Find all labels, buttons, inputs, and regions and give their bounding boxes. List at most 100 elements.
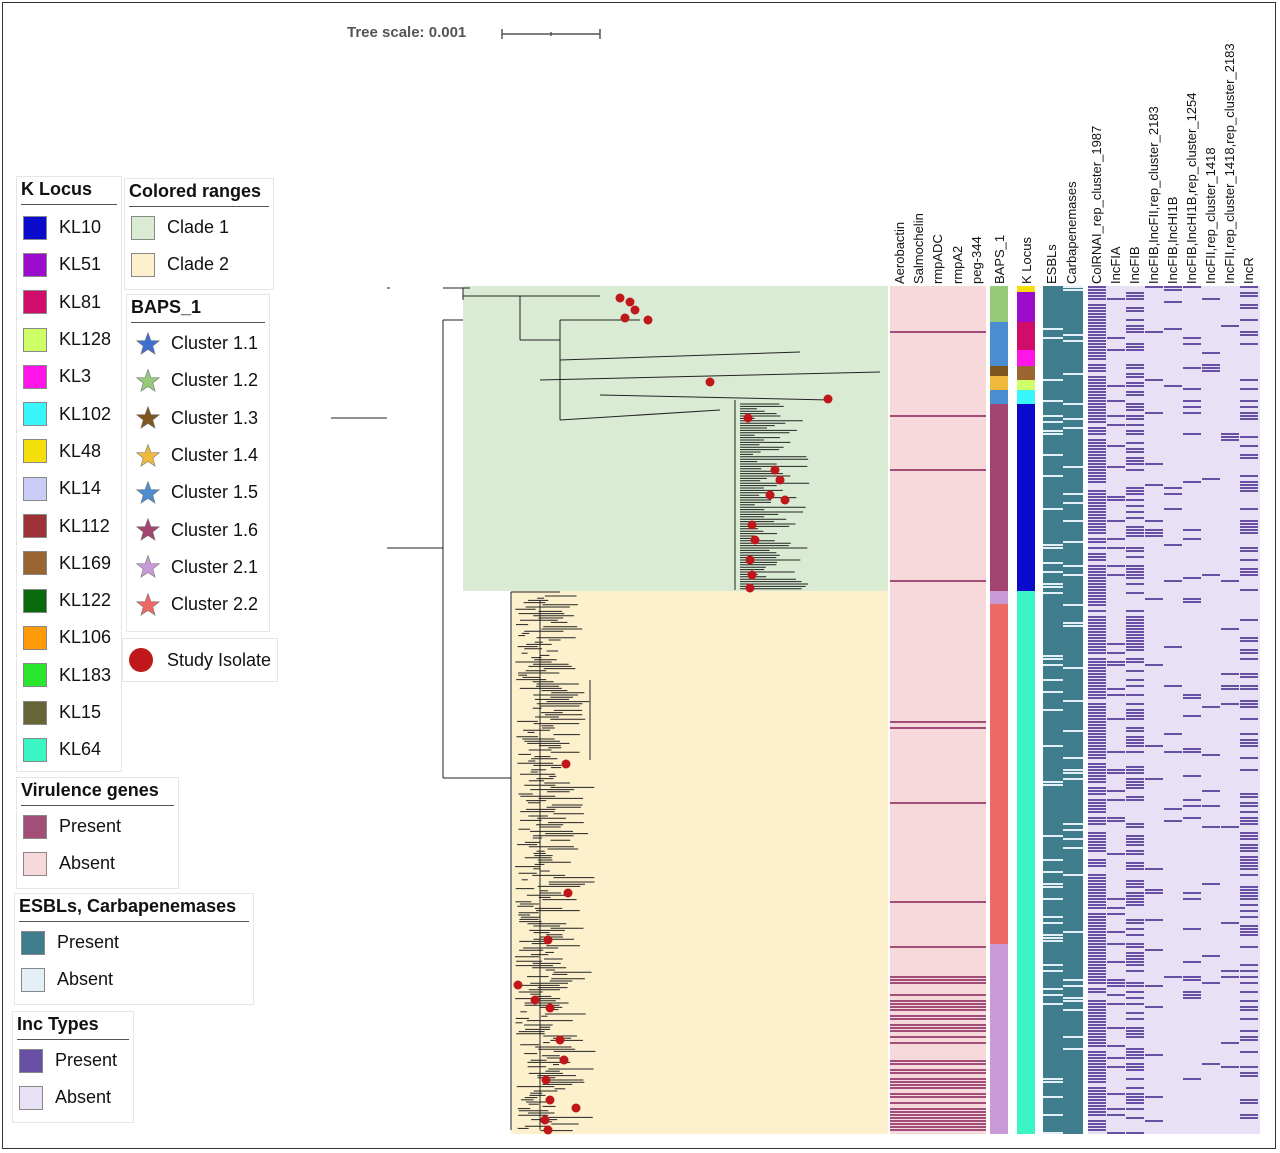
inc-cell	[1107, 982, 1125, 984]
inc-cell	[1240, 934, 1258, 936]
legend-item-label: Present	[59, 816, 122, 837]
resistance-cell	[1043, 940, 1063, 942]
inc-cell	[1126, 1030, 1144, 1032]
inc-cell	[1088, 709, 1106, 711]
inc-cell	[1088, 469, 1106, 471]
inc-cell	[1088, 640, 1106, 642]
baps-cell	[990, 404, 1008, 591]
inc-cell	[1145, 598, 1163, 600]
inc-cell	[1126, 709, 1144, 711]
inc-cell	[1240, 862, 1258, 864]
inc-cell	[1240, 796, 1258, 798]
virulence-cell	[890, 1081, 986, 1083]
inc-cell	[1126, 487, 1144, 489]
inc-cell	[1107, 574, 1125, 576]
inc-cell	[1240, 1075, 1258, 1077]
inc-cell	[1145, 778, 1163, 780]
inc-cell	[1126, 643, 1144, 645]
inc-cell	[1088, 862, 1106, 864]
inc-cell	[1088, 1018, 1106, 1020]
inc-cell	[1107, 751, 1125, 753]
inc-cell	[1088, 904, 1106, 906]
inc-cell	[1088, 874, 1106, 876]
column-label: IncR	[1241, 257, 1256, 284]
inc-cell	[1126, 331, 1144, 333]
inc-cell	[1240, 823, 1258, 825]
inc-cell	[1240, 529, 1258, 531]
study-isolate-dot	[823, 394, 833, 404]
inc-cell	[1088, 724, 1106, 726]
inc-cell	[1183, 817, 1201, 819]
baps-cell	[990, 591, 1008, 604]
inc-cell	[1088, 322, 1106, 324]
resistance-cell	[1063, 979, 1083, 981]
inc-cell	[1240, 820, 1258, 822]
inc-cell	[1126, 529, 1144, 531]
inc-cell	[1240, 1006, 1258, 1008]
inc-cell	[1088, 1108, 1106, 1110]
inc-cell	[1126, 766, 1144, 768]
inc-cell	[1145, 286, 1163, 288]
k-locus-cell	[1017, 404, 1035, 591]
inc-cell	[1164, 493, 1182, 495]
inc-cell	[1145, 1054, 1163, 1056]
inc-cell	[1088, 919, 1106, 921]
legend-item-label: KL10	[59, 217, 102, 238]
resistance-cell	[1043, 655, 1063, 657]
legend-item: KL112	[23, 507, 121, 544]
inc-cell	[1088, 805, 1106, 807]
inc-cell	[1107, 985, 1125, 987]
resistance-cell	[1063, 730, 1083, 732]
legend-item: Absent	[23, 845, 178, 882]
inc-cell	[1088, 1039, 1106, 1041]
inc-cell	[1240, 688, 1258, 690]
legend-item: Cluster 2.2	[131, 586, 269, 623]
inc-cell	[1088, 370, 1106, 372]
inc-cell	[1088, 988, 1106, 990]
inc-cell	[1088, 328, 1106, 330]
inc-cell	[1126, 364, 1144, 366]
resistance-cell	[1043, 658, 1063, 660]
inc-cell	[1240, 976, 1258, 978]
inc-cell	[1164, 544, 1182, 546]
legend-item: KL10	[23, 209, 121, 246]
inc-cell	[1088, 541, 1106, 543]
inc-cell	[1240, 481, 1258, 483]
inc-cell	[1088, 289, 1106, 291]
inc-cell	[1088, 754, 1106, 756]
inc-cell	[1088, 808, 1106, 810]
inc-cell	[1088, 475, 1106, 477]
color-swatch	[23, 402, 47, 427]
inc-cell	[1088, 592, 1106, 594]
inc-cell	[1088, 316, 1106, 318]
inc-cell	[1126, 751, 1144, 753]
inc-cell	[1240, 739, 1258, 741]
legend-item: Clade 2	[131, 246, 273, 283]
inc-cell	[1088, 1099, 1106, 1101]
study-isolate-dot	[747, 520, 757, 530]
inc-cell	[1183, 694, 1201, 696]
inc-cell	[1126, 349, 1144, 351]
study-isolate-dot	[513, 980, 523, 990]
inc-cell	[1240, 811, 1258, 813]
virulence-cell	[890, 1126, 986, 1128]
inc-cell	[1240, 1114, 1258, 1116]
legend-item-label: Cluster 1.6	[171, 519, 259, 540]
virulence-cell	[890, 721, 986, 723]
inc-cell	[1088, 601, 1106, 603]
inc-cell	[1107, 664, 1125, 666]
inc-cell	[1240, 589, 1258, 591]
study-isolate-dot	[559, 1055, 569, 1065]
inc-cell	[1088, 739, 1106, 741]
inc-cell	[1088, 790, 1106, 792]
inc-cell	[1088, 736, 1106, 738]
inc-cell	[1221, 976, 1239, 978]
inc-cell	[1240, 550, 1258, 552]
inc-cell	[1088, 577, 1106, 579]
inc-cell	[1221, 688, 1239, 690]
study-isolate-dot	[545, 1095, 555, 1105]
inc-legend-title: Inc Types	[17, 1012, 129, 1040]
star-icon	[135, 480, 161, 504]
inc-cell	[1088, 703, 1106, 705]
virulence-cell	[890, 1024, 986, 1026]
